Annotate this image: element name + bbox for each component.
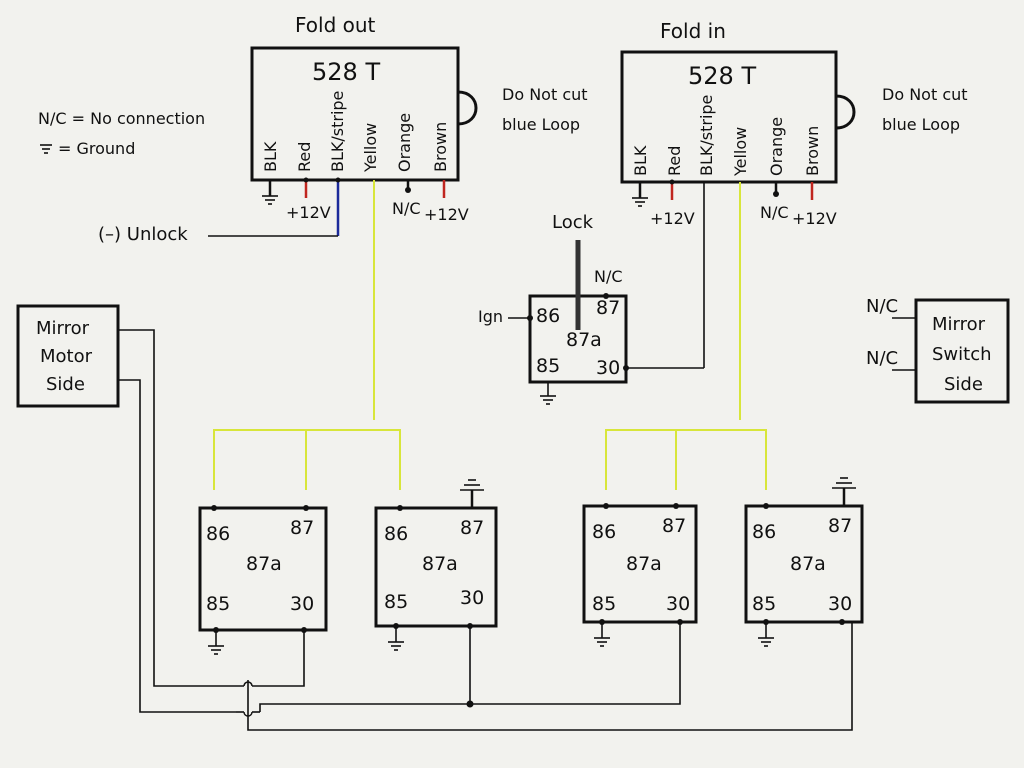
relay-lock-nc: N/C xyxy=(594,267,623,286)
relay-pin-30: 30 xyxy=(666,593,690,615)
module-fold-in: 528 T Do Not cut blue Loop BLK Red BLK/s… xyxy=(620,50,968,420)
relay-lock: 86 87 87a 85 30 N/C Lock Ign xyxy=(478,212,704,405)
relay-pin-86: 86 xyxy=(536,305,560,327)
wire-orange: Orange xyxy=(767,117,786,176)
relay-pin-87: 87 xyxy=(828,515,852,537)
wire-blk-stripe: BLK/stripe xyxy=(328,91,347,172)
wire-blk: BLK xyxy=(261,141,280,172)
red-12v: +12V xyxy=(286,203,331,222)
relay-1: 86 87 87a 85 30 xyxy=(198,505,328,655)
relay-pin-86: 86 xyxy=(592,521,616,543)
switch-nc-2: N/C xyxy=(866,348,898,369)
interconnect-wiring xyxy=(118,329,853,731)
relay-pin-87: 87 xyxy=(460,517,484,539)
module-fold-in-title: 528 T xyxy=(688,62,756,90)
red-12v: +12V xyxy=(650,209,695,228)
fold-out-header: Fold out xyxy=(295,13,376,37)
ground-icon xyxy=(632,197,648,207)
relay-pin-30: 30 xyxy=(828,593,852,615)
wire-blk: BLK xyxy=(631,145,650,176)
relay-pin-87a: 87a xyxy=(626,553,662,575)
relay-pin-85: 85 xyxy=(206,593,230,615)
mirror-motor-line-2: Motor xyxy=(40,346,93,367)
relay-pin-87: 87 xyxy=(596,297,620,319)
ground-icon xyxy=(262,195,278,205)
relay-pin-86: 86 xyxy=(752,521,776,543)
relay-pin-30: 30 xyxy=(290,593,314,615)
mirror-switch-line-3: Side xyxy=(944,374,983,395)
lock-label: Lock xyxy=(552,212,594,233)
relay-pin-85: 85 xyxy=(752,593,776,615)
ground-icon xyxy=(540,395,556,405)
mirror-motor-line-3: Side xyxy=(46,374,85,395)
wire-red: Red xyxy=(295,142,314,172)
ground-icon xyxy=(832,477,856,489)
relay-pin-87a: 87a xyxy=(246,553,282,575)
legend-ground: = Ground xyxy=(58,139,135,158)
wire-brown: Brown xyxy=(431,122,450,172)
relay-4: 86 87 87a 85 30 xyxy=(744,477,864,647)
ground-icon xyxy=(758,637,774,647)
relay-pin-87: 87 xyxy=(662,515,686,537)
brown-12v: +12V xyxy=(792,209,837,228)
relay-pin-85: 85 xyxy=(384,591,408,613)
wire-yellow: Yellow xyxy=(731,127,750,177)
module-fold-out-title: 528 T xyxy=(312,58,380,86)
relay-pin-85: 85 xyxy=(592,593,616,615)
wire-brown: Brown xyxy=(803,126,822,176)
orange-nc: N/C xyxy=(392,199,421,218)
module-fold-out: 528 T Do Not cut blue Loop BLK Red BLK/s… xyxy=(250,46,588,420)
wire-red: Red xyxy=(665,146,684,176)
relay-pin-87a: 87a xyxy=(422,553,458,575)
unlock-label: (–) Unlock xyxy=(98,224,188,245)
wire-blk-stripe: BLK/stripe xyxy=(697,95,716,176)
mirror-motor-line-1: Mirror xyxy=(36,318,90,339)
module-fold-out-note: Do Not cut blue Loop xyxy=(502,85,588,134)
relay-pin-85: 85 xyxy=(536,355,560,377)
legend-nc: N/C = No connection xyxy=(38,109,205,128)
legend: N/C = No connection = Ground xyxy=(38,109,205,158)
mirror-switch-line-1: Mirror xyxy=(932,314,986,335)
note-line-1: Do Not cut xyxy=(502,85,588,104)
relay-pin-30: 30 xyxy=(460,587,484,609)
brown-12v: +12V xyxy=(424,205,469,224)
mirror-motor-side: Mirror Motor Side xyxy=(16,304,120,408)
relay-pin-87a: 87a xyxy=(566,329,602,351)
note-line-2: blue Loop xyxy=(882,115,960,134)
module-fold-in-note: Do Not cut blue Loop xyxy=(882,85,968,134)
ground-icon xyxy=(388,641,404,651)
ign-label: Ign xyxy=(478,307,503,326)
ground-icon xyxy=(208,645,224,655)
mirror-switch-line-2: Switch xyxy=(932,344,992,365)
mirror-switch-side: Mirror Switch Side N/C N/C xyxy=(866,296,1010,404)
relay-pin-86: 86 xyxy=(384,523,408,545)
relay-pin-87a: 87a xyxy=(790,553,826,575)
relay-pin-30: 30 xyxy=(596,357,620,379)
relay-2: 86 87 87a 85 30 xyxy=(374,479,498,651)
orange-nc: N/C xyxy=(760,203,789,222)
fold-in-header: Fold in xyxy=(660,19,726,43)
note-line-2: blue Loop xyxy=(502,115,580,134)
note-line-1: Do Not cut xyxy=(882,85,968,104)
wire-yellow: Yellow xyxy=(361,123,380,173)
ground-icon xyxy=(594,637,610,647)
relay-pin-87: 87 xyxy=(290,517,314,539)
relay-pin-86: 86 xyxy=(206,523,230,545)
switch-nc-1: N/C xyxy=(866,296,898,317)
wire-orange: Orange xyxy=(395,113,414,172)
ground-icon xyxy=(460,479,484,491)
ground-icon xyxy=(40,144,52,154)
relay-3: 86 87 87a 85 30 xyxy=(582,503,698,647)
